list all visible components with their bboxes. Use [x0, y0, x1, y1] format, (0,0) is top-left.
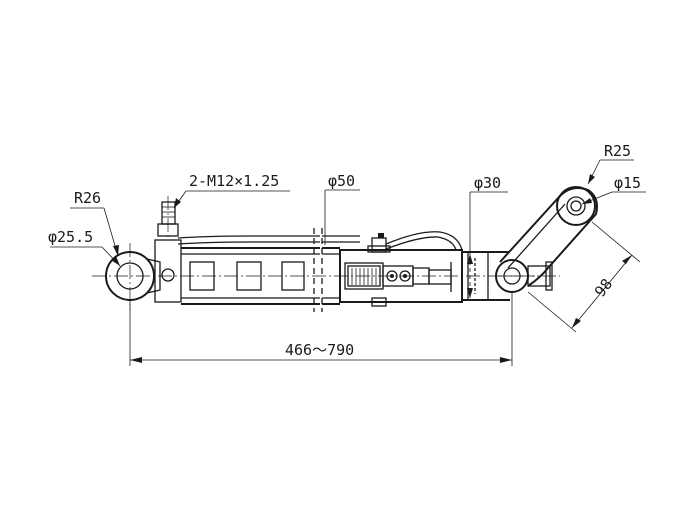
valve-block: [339, 231, 463, 307]
label-phi30: φ30: [474, 174, 501, 192]
label-r25: R25: [604, 142, 631, 160]
label-thread-spec: 2-M12×1.25: [189, 172, 279, 190]
cylinder-body: [154, 235, 320, 305]
label-phi25-5: φ25.5: [48, 228, 93, 246]
label-r26: R26: [74, 189, 101, 207]
left-eye: [105, 243, 161, 310]
dimension-lines: [50, 159, 646, 366]
label-phi15: φ15: [614, 174, 641, 192]
label-length-range: 466～790: [285, 341, 354, 359]
break-marks: [313, 228, 323, 312]
cylinder-rear-section: [322, 235, 360, 305]
thread-port-fitting: [157, 196, 179, 240]
right-eye-swing-link: [495, 186, 598, 293]
label-phi50: φ50: [328, 172, 355, 190]
